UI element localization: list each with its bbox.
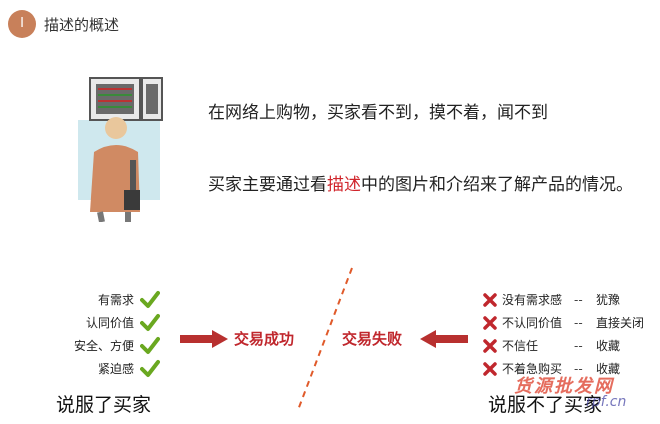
list-item: 不认同价值 -- 直接关闭 [482,311,660,334]
reason-label: 不认同价值 [502,316,563,330]
result-label: 收藏 [596,362,621,376]
list-item: 有需求 [40,288,160,311]
shopper-illustration [78,77,163,222]
divider-line [297,267,353,411]
success-label: 交易成功 [234,330,295,348]
intro-line-1: 在网络上购物，买家看不到，摸不着，闻不到 [208,103,548,123]
fail-label: 交易失败 [342,330,403,348]
reason-label: 不信任 [502,339,539,353]
check-icon [140,336,160,354]
intro-line-2: 买家主要通过看描述中的图片和介绍来了解产品的情况。 [208,170,633,195]
check-icon [140,359,160,377]
watermark-domain: rpf.cn [586,394,627,410]
separator: -- [574,292,583,307]
left-criterion-label: 紧迫感 [97,362,134,376]
separator: -- [574,315,583,330]
right-reasons-list: 没有需求感 -- 犹豫 不认同价值 -- 直接关闭 不信任 -- 收藏 不着急购… [482,288,660,380]
watermark-text: 货源批发网 [514,376,614,397]
cross-icon [483,338,497,353]
cross-icon [483,292,497,307]
list-item: 不信任 -- 收藏 [482,334,660,357]
arrow-left-icon [420,330,468,348]
right-conclusion: 说服不了买家 [488,394,603,416]
cross-icon [483,315,497,330]
list-item: 紧迫感 [40,357,160,380]
intro-line-2-after: 中的图片和介绍来了解产品的情况。 [361,175,633,195]
left-criteria-list: 有需求 认同价值 安全、方便 紧迫感 [40,288,160,380]
arrow-right-icon [180,330,228,348]
reason-label: 没有需求感 [502,293,563,307]
list-item: 安全、方便 [40,334,160,357]
left-criterion-label: 安全、方便 [73,339,134,353]
check-icon [140,290,160,308]
result-label: 收藏 [596,339,621,353]
section-title: 描述的概述 [44,16,120,34]
list-item: 不着急购买 -- 收藏 [482,357,660,380]
separator: -- [574,361,583,376]
list-item: 没有需求感 -- 犹豫 [482,288,660,311]
result-label: 犹豫 [596,293,621,307]
result-label: 直接关闭 [596,316,645,330]
left-conclusion: 说服了买家 [56,394,152,416]
left-criterion-label: 有需求 [97,293,134,307]
check-icon [140,313,160,331]
list-item: 认同价值 [40,311,160,334]
section-number-badge: I [8,10,36,38]
intro-line-2-before: 买家主要通过看 [208,175,327,195]
intro-line-2-highlight: 描述 [327,175,361,195]
reason-label: 不着急购买 [502,362,563,376]
cross-icon [483,361,497,376]
separator: -- [574,338,583,353]
left-criterion-label: 认同价值 [85,316,134,330]
